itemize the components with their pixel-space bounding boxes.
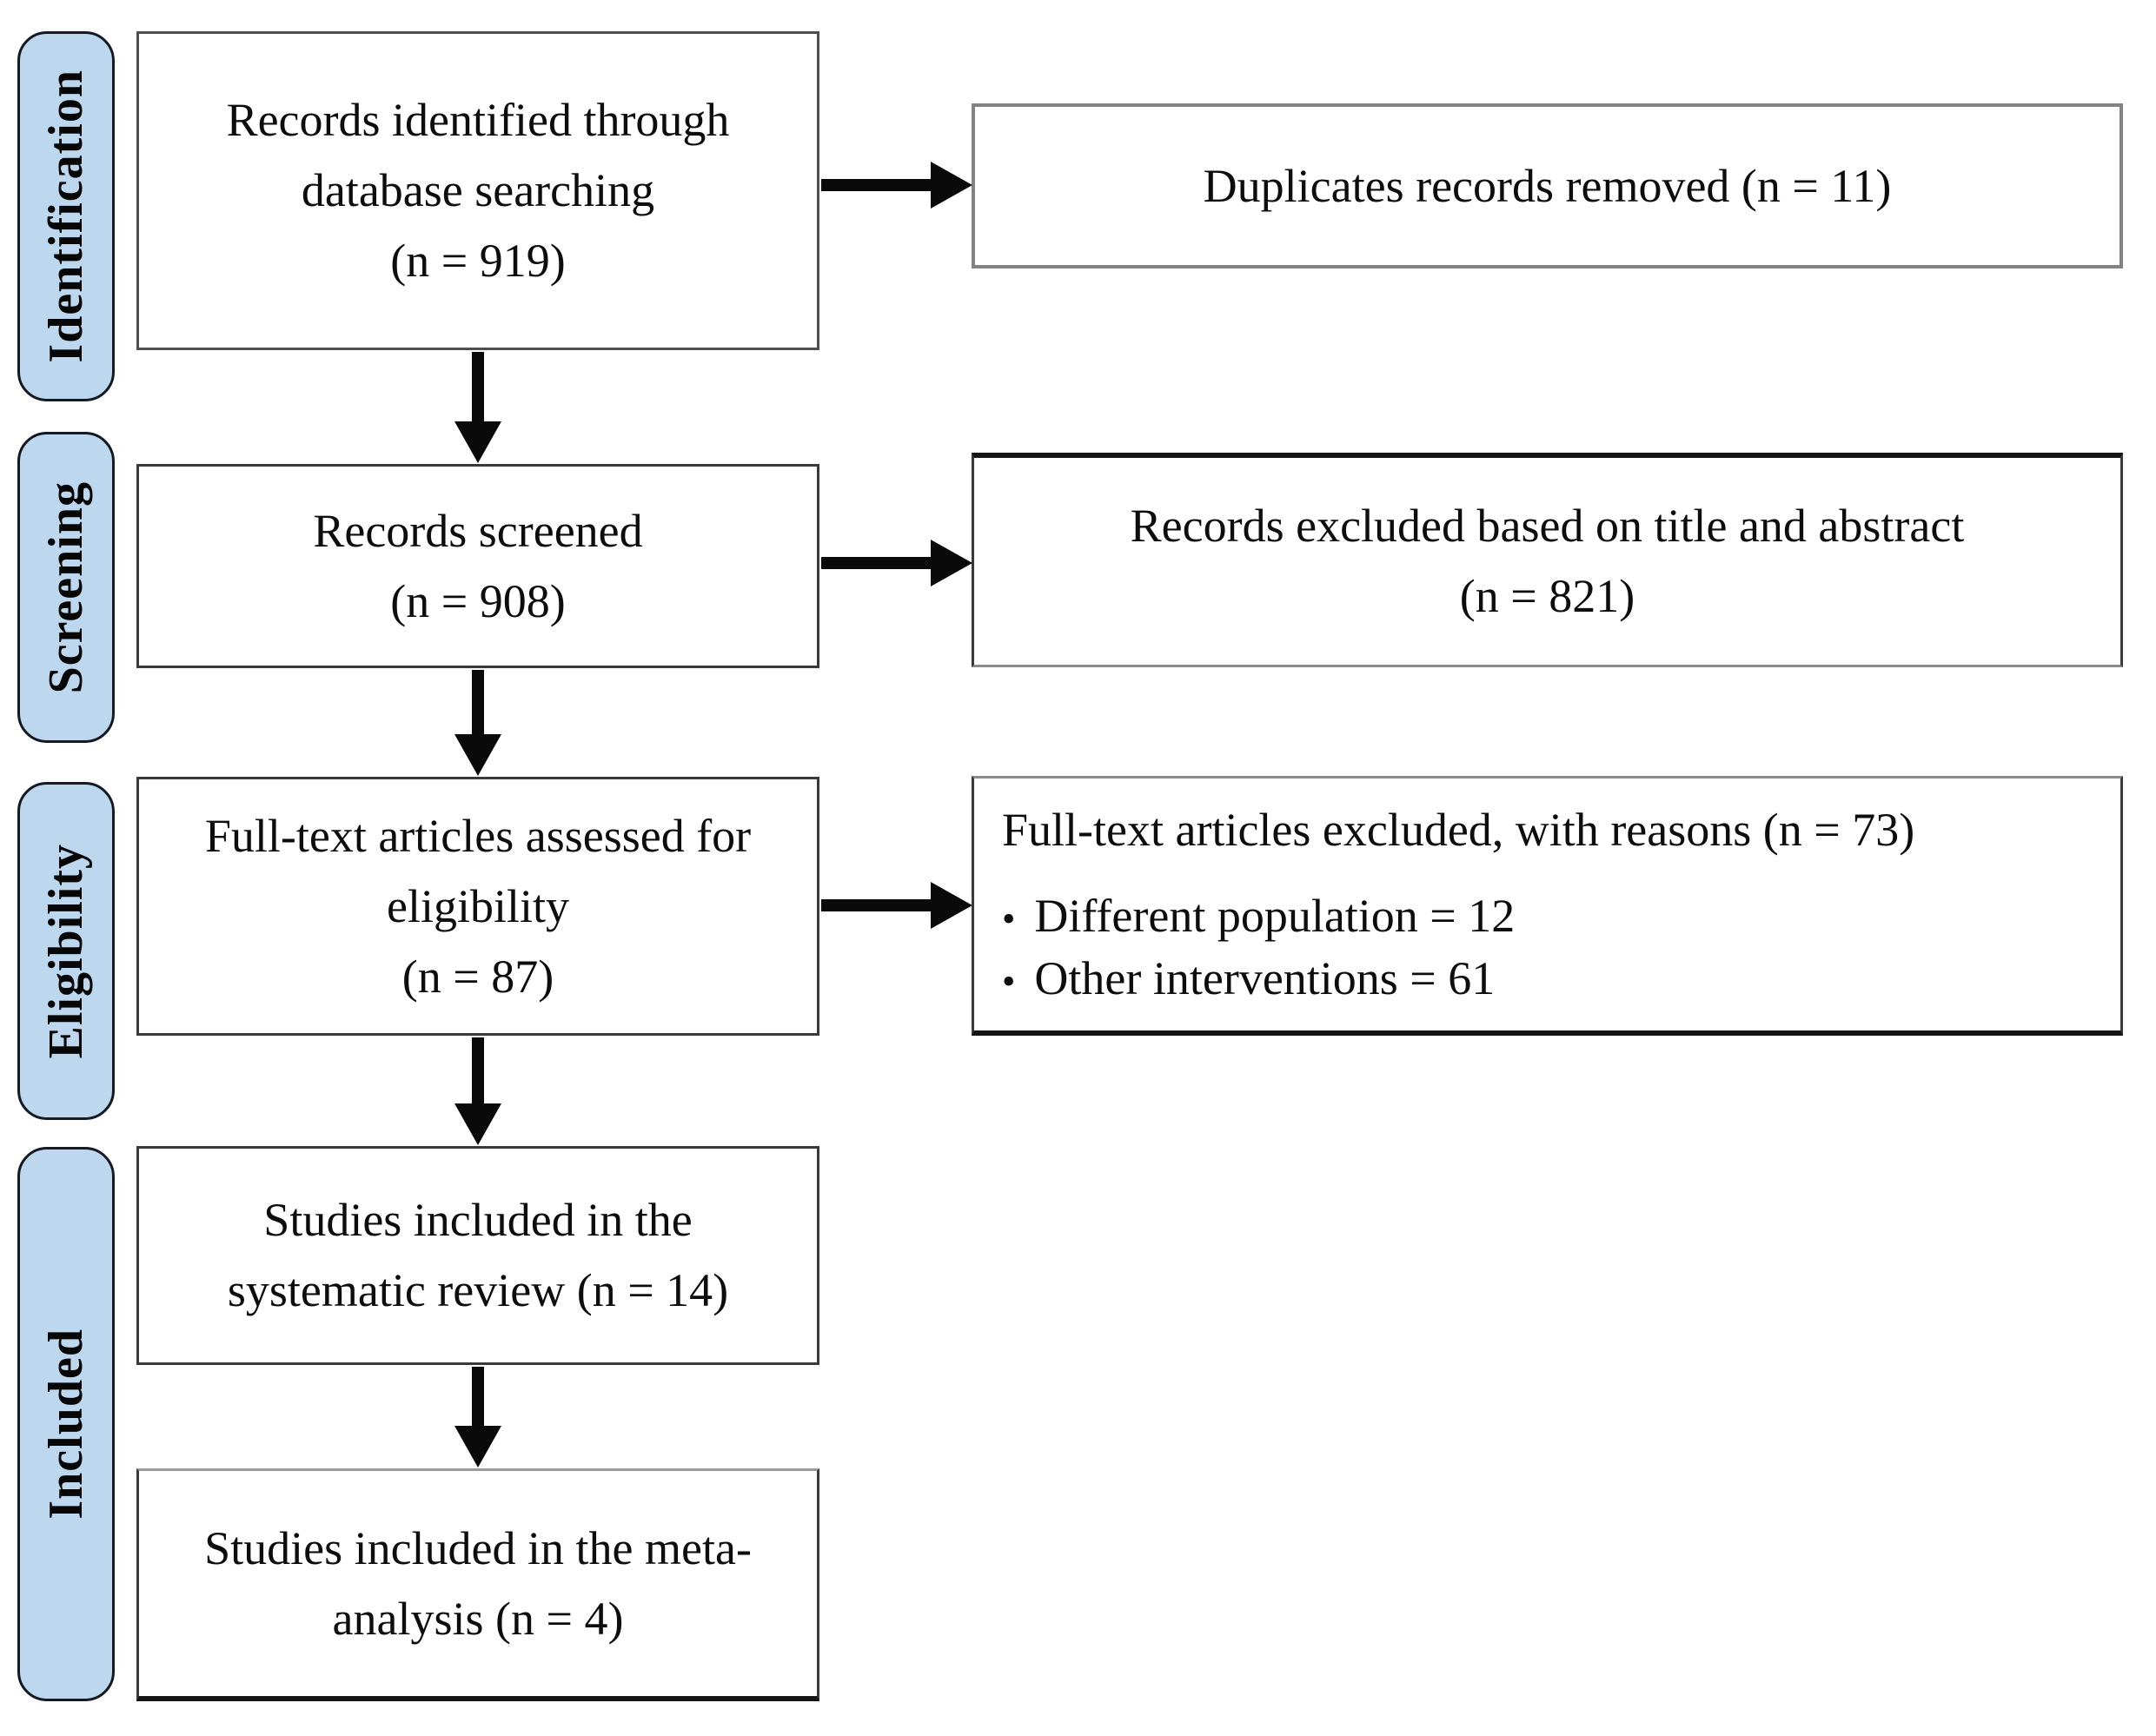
arrow-right-icon — [821, 540, 972, 586]
stage-label-identification-text: Identification — [39, 70, 93, 363]
stage-label-screening: Screening — [17, 432, 115, 743]
arrow-head — [454, 1103, 501, 1145]
arrow-head — [931, 162, 972, 209]
arrow-head — [931, 882, 972, 929]
arrow-shaft — [472, 1367, 484, 1426]
box-fulltext-assessed: Full-text articles assessed for eligibil… — [136, 777, 819, 1036]
arrow-down-icon — [454, 352, 501, 463]
excluded-reason-item: • Other interventions = 61 — [1002, 947, 1495, 1010]
box-fulltext-assessed-text: Full-text articles assessed for eligibil… — [204, 809, 752, 1003]
box-included-meta-analysis-text: Studies included in the meta- analysis (… — [204, 1521, 752, 1645]
box-records-identified-text: Records identified through database sear… — [226, 94, 730, 287]
box-duplicates-removed-text: Duplicates records removed (n = 11) — [1203, 159, 1892, 212]
box-records-screened-text: Records screened (n = 908) — [313, 504, 643, 627]
stage-label-included: Included — [17, 1147, 115, 1701]
box-included-systematic-review-text: Studies included in the systematic revie… — [227, 1194, 729, 1316]
arrow-shaft — [821, 899, 931, 911]
arrow-shaft — [821, 557, 931, 569]
arrow-shaft — [472, 670, 484, 734]
arrow-head — [931, 540, 972, 586]
arrow-head — [454, 734, 501, 776]
box-records-excluded-text: Records excluded based on title and abst… — [1130, 500, 1965, 622]
arrow-down-icon — [454, 670, 501, 776]
stage-label-included-text: Included — [39, 1329, 93, 1520]
arrow-down-icon — [454, 1367, 501, 1468]
arrow-head — [454, 1426, 501, 1468]
box-records-excluded: Records excluded based on title and abst… — [972, 453, 2123, 667]
box-records-screened: Records screened (n = 908) — [136, 464, 819, 668]
stage-label-identification: Identification — [17, 31, 115, 401]
bullet-icon: • — [1002, 960, 1016, 1004]
arrow-head — [454, 421, 501, 463]
stage-label-screening-text: Screening — [39, 480, 93, 694]
arrow-shaft — [821, 179, 931, 191]
arrow-shaft — [472, 1037, 484, 1103]
box-fulltext-excluded: Full-text articles excluded, with reason… — [972, 776, 2123, 1036]
box-included-meta-analysis: Studies included in the meta- analysis (… — [136, 1468, 819, 1701]
box-fulltext-excluded-title: Full-text articles excluded, with reason… — [1002, 803, 1915, 856]
arrow-right-icon — [821, 882, 972, 929]
arrow-right-icon — [821, 162, 972, 209]
box-included-systematic-review: Studies included in the systematic revie… — [136, 1146, 819, 1365]
box-duplicates-removed: Duplicates records removed (n = 11) — [972, 103, 2123, 268]
stage-label-eligibility-text: Eligibility — [39, 843, 93, 1059]
arrow-shaft — [472, 352, 484, 421]
bullet-icon: • — [1002, 897, 1016, 940]
box-records-identified: Records identified through database sear… — [136, 31, 819, 350]
excluded-reason-text: Different population = 12 — [1034, 889, 1516, 942]
stage-label-eligibility: Eligibility — [17, 782, 115, 1120]
arrow-down-icon — [454, 1037, 501, 1145]
excluded-reason-item: • Different population = 12 — [1002, 885, 1515, 948]
excluded-reason-text: Other interventions = 61 — [1034, 952, 1496, 1005]
